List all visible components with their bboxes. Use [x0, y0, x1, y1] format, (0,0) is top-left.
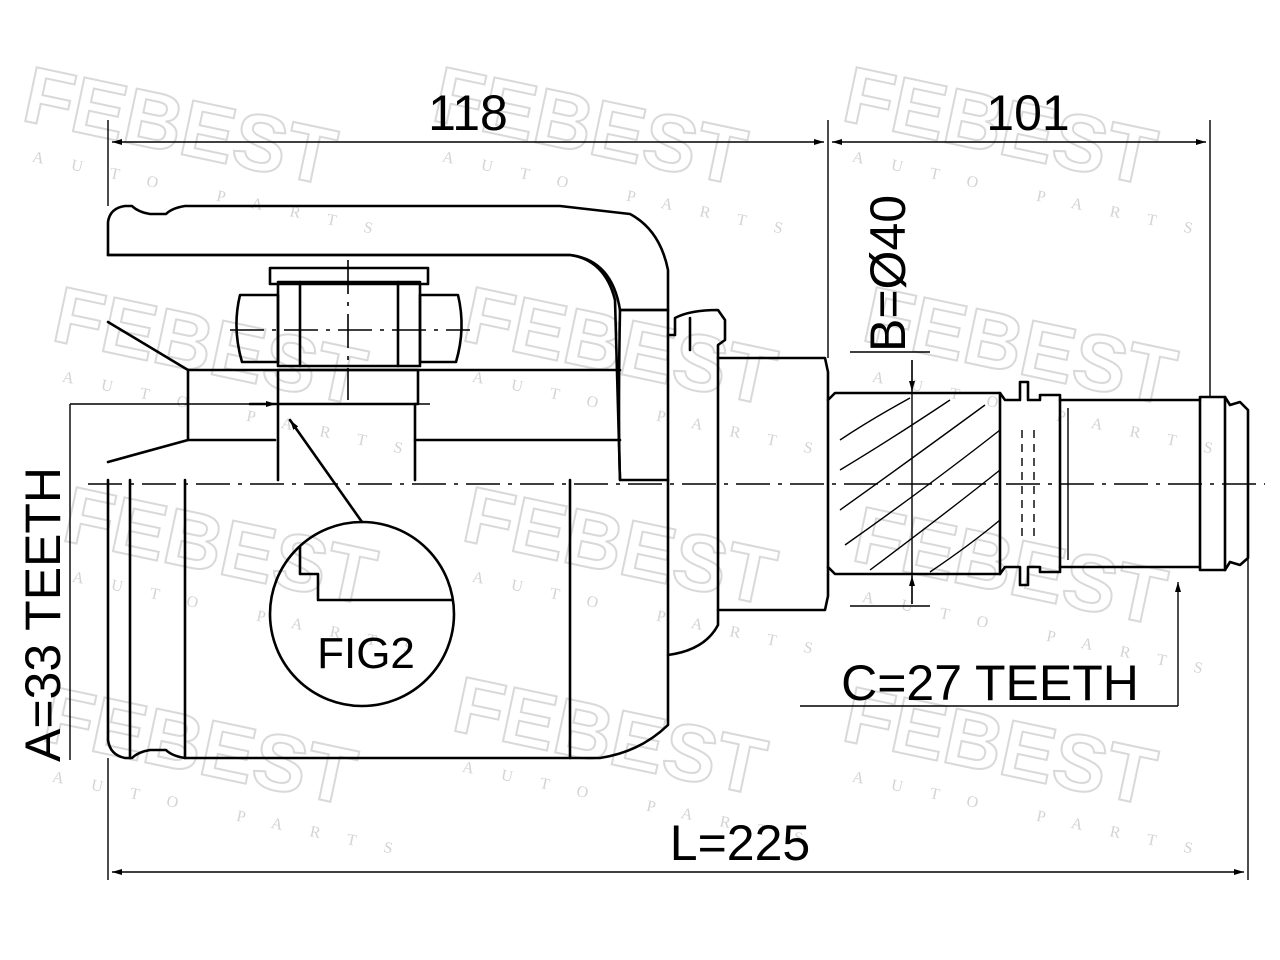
- dim-inner-teeth: A=33 TEETH: [15, 467, 71, 762]
- dim-seal-diameter: B=Ø40: [860, 195, 916, 352]
- fig2-label: FIG2: [317, 629, 415, 678]
- housing-top-shell: [106, 204, 670, 312]
- dim-shaft-length: 101: [986, 85, 1069, 141]
- dimension-lines: [69, 120, 1249, 880]
- dim-total-length: L=225: [670, 815, 810, 871]
- fig2-detail: FIG2: [268, 418, 456, 708]
- watermark-group: FEBEST AUTO PARTS FEBEST AUTO PARTS FEBE…: [15, 49, 1241, 864]
- dim-outer-teeth: C=27 TEETH: [841, 655, 1139, 711]
- seal-neck: [666, 308, 830, 657]
- housing: [106, 204, 670, 760]
- housing-lower-body: [106, 478, 670, 760]
- dim-housing-length: 118: [428, 85, 508, 141]
